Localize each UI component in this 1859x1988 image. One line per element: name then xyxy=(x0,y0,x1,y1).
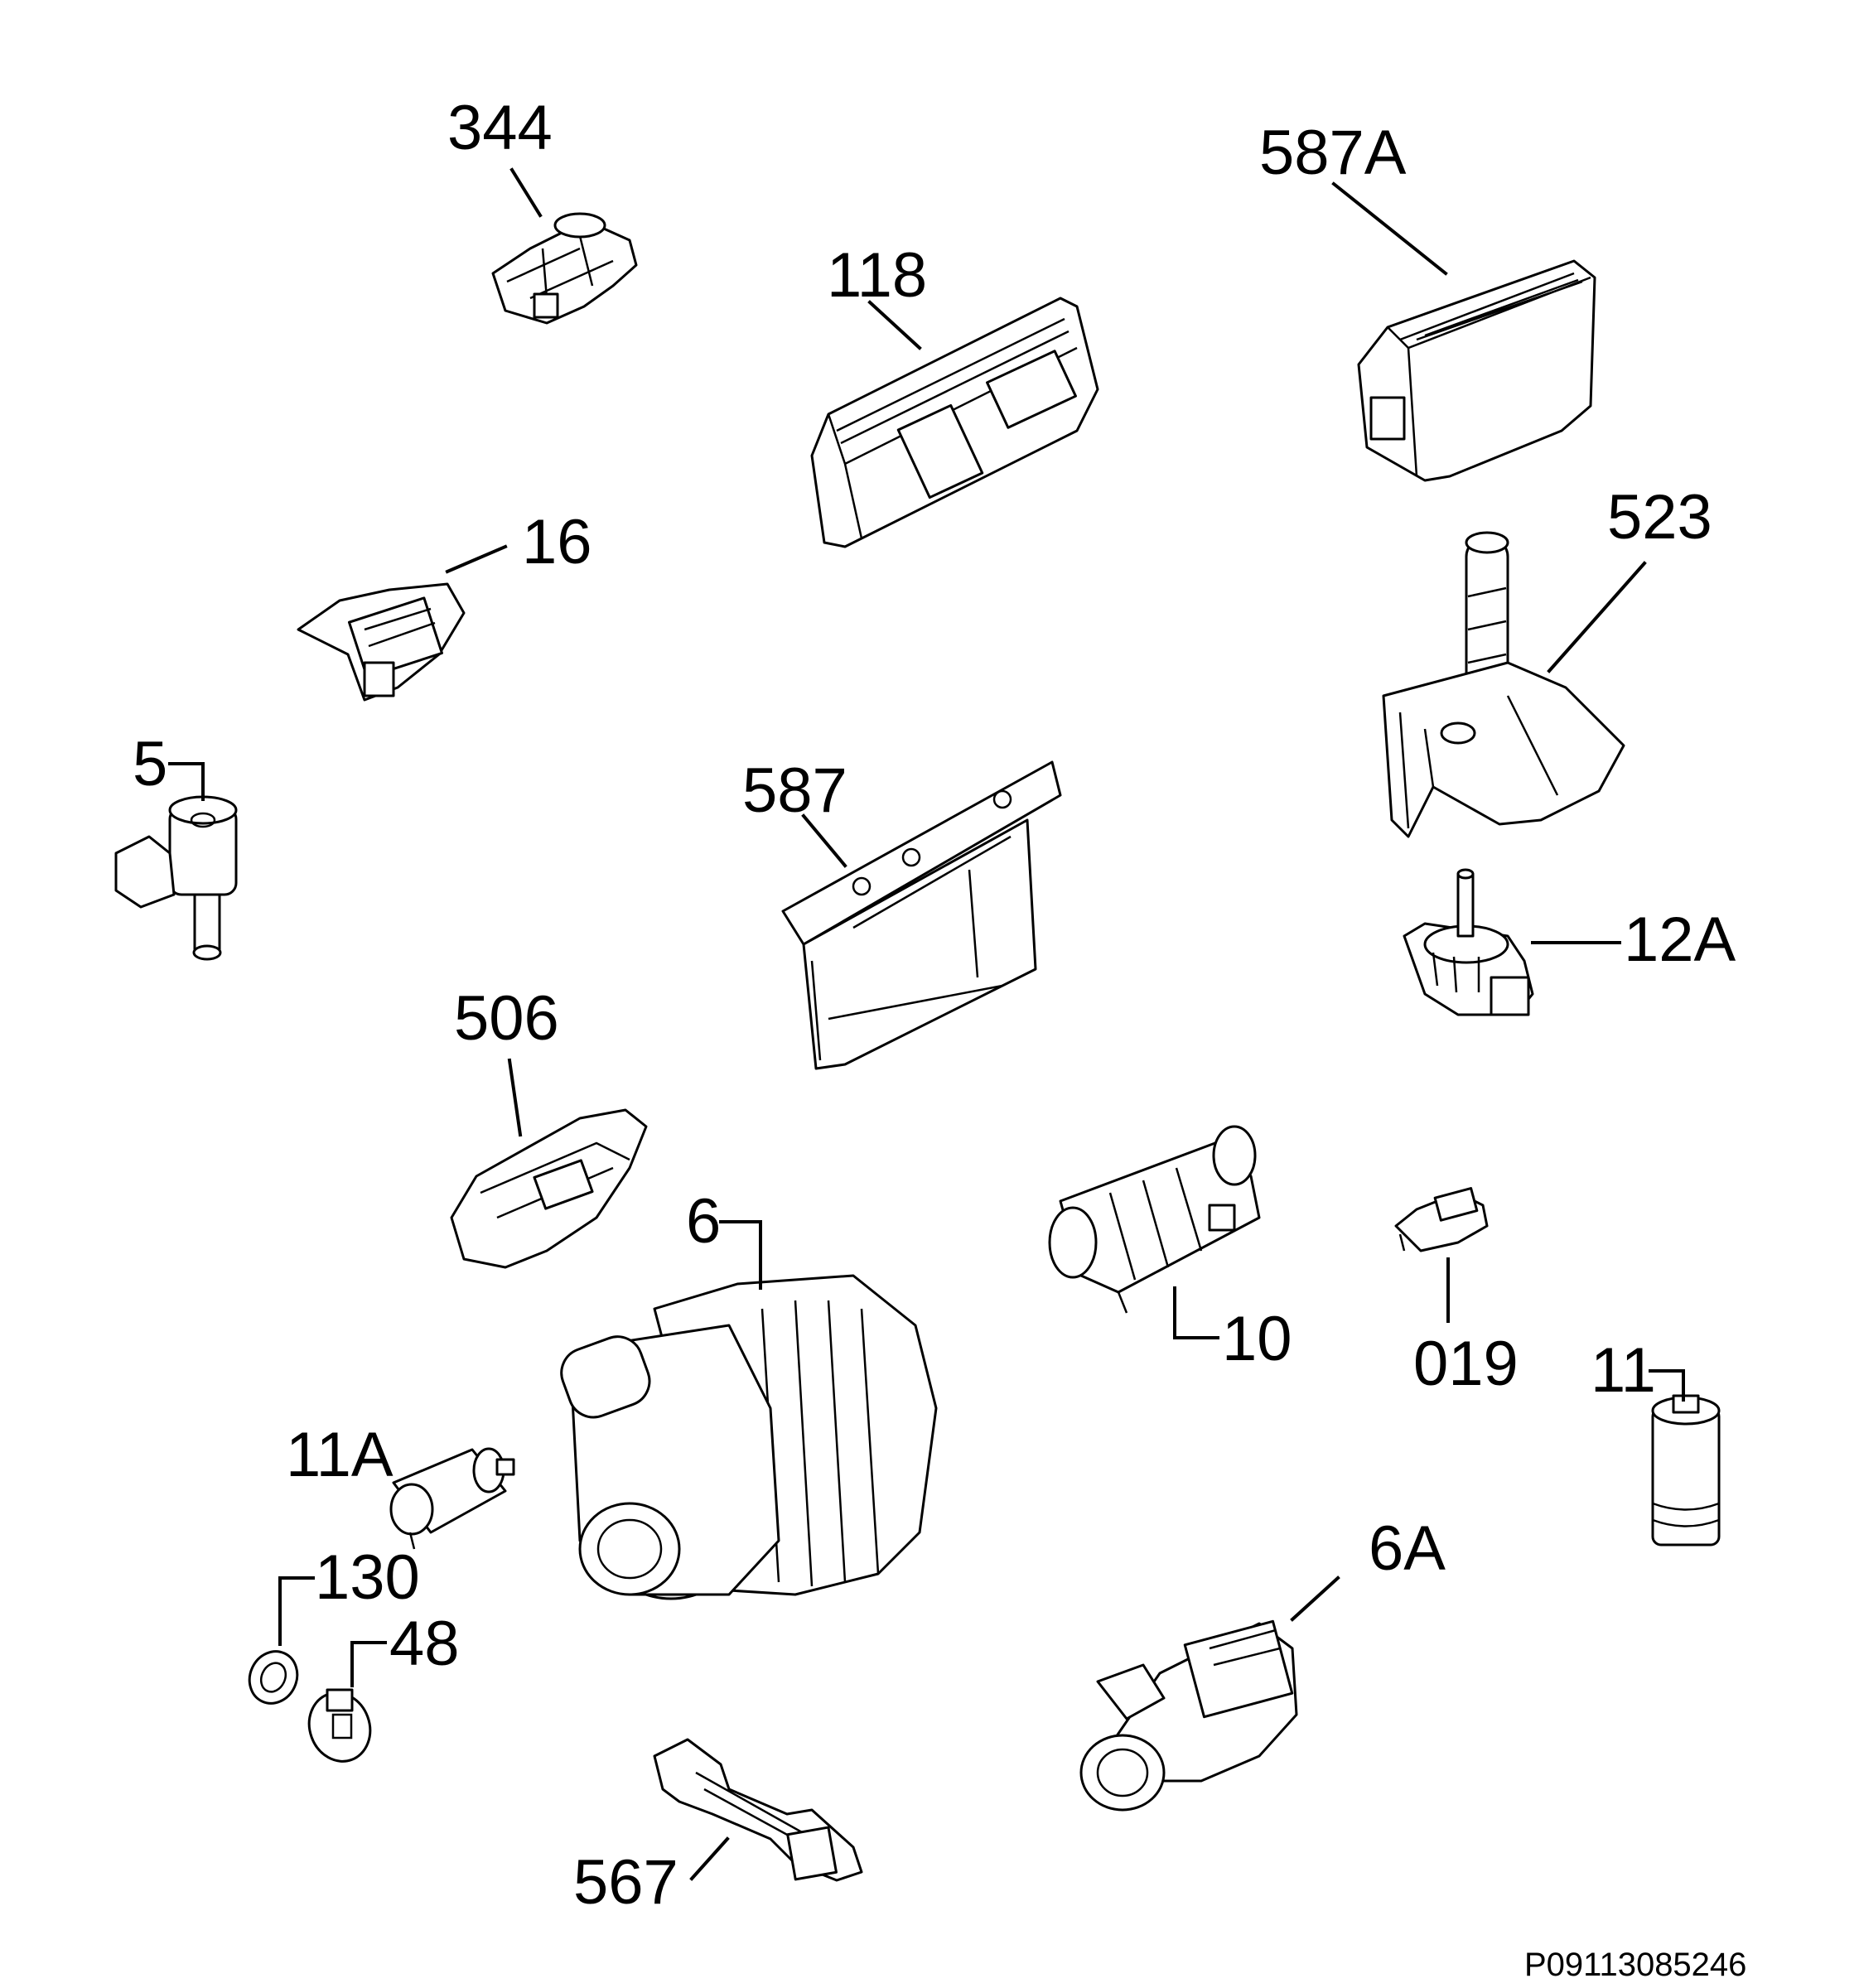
part-11 xyxy=(1651,1394,1721,1546)
part-number-6A: 6A xyxy=(1369,1513,1446,1584)
part-587 xyxy=(781,760,1062,1070)
label-48: 48 xyxy=(350,1609,460,1687)
label-11: 11 xyxy=(1591,1335,1685,1406)
label-523: 523 xyxy=(1547,482,1712,673)
part-number-11A: 11A xyxy=(286,1420,394,1490)
part-567 xyxy=(653,1738,863,1882)
label-118: 118 xyxy=(827,240,927,350)
drawing-code: P09113085246 xyxy=(1524,1947,1746,1983)
part-number-48: 48 xyxy=(389,1609,460,1679)
label-6: 6 xyxy=(686,1186,762,1290)
part-number-567: 567 xyxy=(573,1847,678,1918)
label-11A: 11A xyxy=(286,1420,394,1490)
label-12A: 12A xyxy=(1531,905,1736,975)
part-number-019: 019 xyxy=(1413,1329,1519,1399)
part-6A xyxy=(1079,1619,1298,1812)
part-5 xyxy=(114,795,238,961)
part-6 xyxy=(560,1274,938,1600)
label-5: 5 xyxy=(133,729,205,801)
part-12A xyxy=(1403,868,1534,1016)
part-number-118: 118 xyxy=(827,240,927,311)
part-130 xyxy=(248,1650,299,1705)
label-10: 10 xyxy=(1173,1286,1292,1374)
part-11A xyxy=(389,1447,515,1550)
label-506: 506 xyxy=(454,983,559,1137)
part-10 xyxy=(1048,1125,1261,1314)
label-344: 344 xyxy=(447,93,553,218)
part-number-523: 523 xyxy=(1607,482,1712,552)
part-118 xyxy=(810,297,1099,548)
part-number-130: 130 xyxy=(315,1542,420,1613)
part-48 xyxy=(307,1688,372,1763)
part-number-506: 506 xyxy=(454,983,559,1054)
part-number-16: 16 xyxy=(522,507,592,577)
label-019: 019 xyxy=(1413,1257,1519,1399)
part-019 xyxy=(1394,1187,1489,1252)
part-16 xyxy=(297,582,466,702)
part-number-10: 10 xyxy=(1222,1304,1292,1374)
part-number-5: 5 xyxy=(133,729,167,799)
part-587A xyxy=(1357,259,1596,482)
part-523 xyxy=(1382,531,1625,838)
part-506 xyxy=(450,1108,648,1269)
label-6A: 6A xyxy=(1290,1513,1446,1622)
part-number-587: 587 xyxy=(742,755,847,826)
part-344 xyxy=(491,212,638,325)
part-number-6: 6 xyxy=(686,1186,721,1257)
part-number-587A: 587A xyxy=(1259,118,1407,188)
label-587A: 587A xyxy=(1259,118,1448,276)
part-number-344: 344 xyxy=(447,93,553,163)
label-130: 130 xyxy=(278,1542,420,1646)
part-number-11: 11 xyxy=(1591,1335,1656,1406)
part-number-12A: 12A xyxy=(1624,905,1736,975)
label-587: 587 xyxy=(742,755,847,868)
label-567: 567 xyxy=(573,1836,730,1918)
label-16: 16 xyxy=(445,507,592,577)
